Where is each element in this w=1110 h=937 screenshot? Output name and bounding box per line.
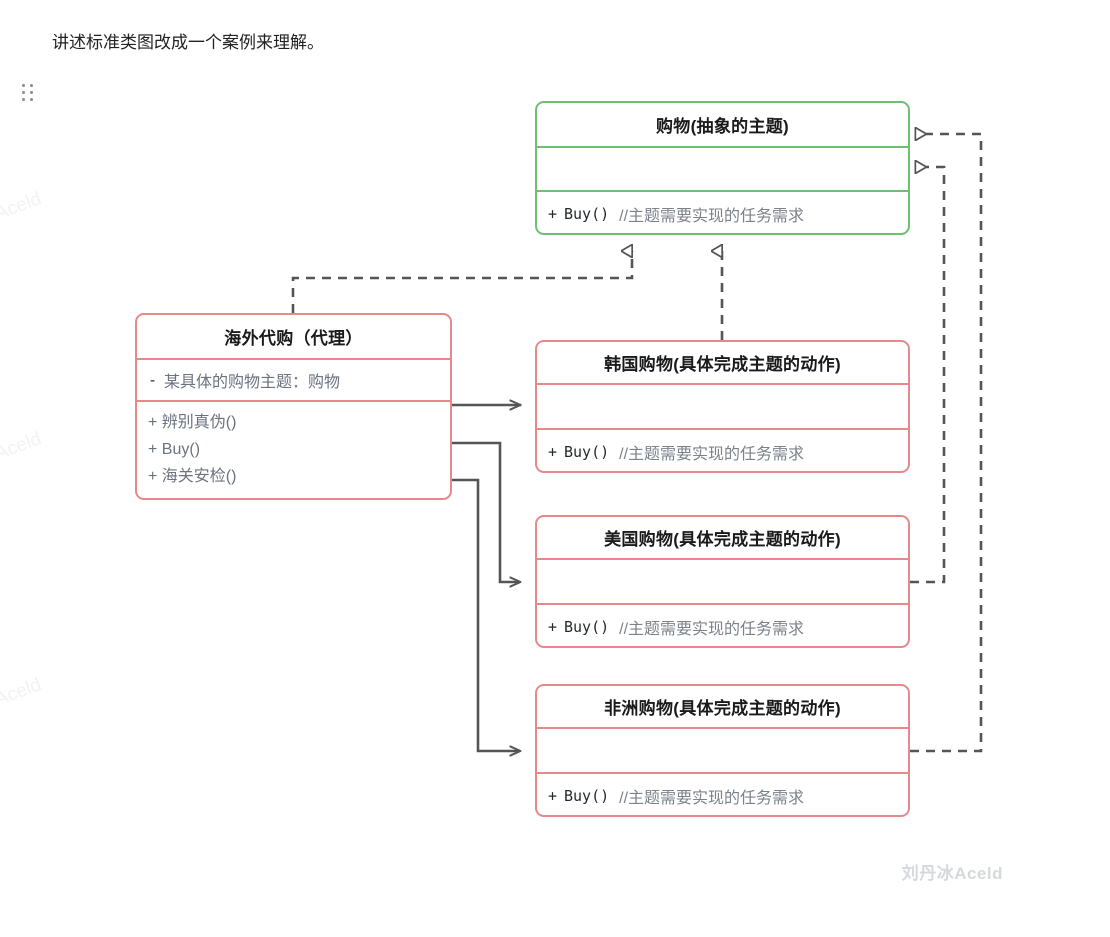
author-watermark: 刘丹冰Aceld <box>901 864 1003 883</box>
method-visibility: + <box>548 617 558 636</box>
uml-methods-compartment: + Buy() //主题需要实现的任务需求 <box>537 605 908 646</box>
uml-class-title: 美国购物(具体完成主题的动作) <box>537 517 908 560</box>
edge-africa-to-shopping <box>910 134 983 753</box>
method-visibility: + <box>548 786 558 805</box>
uml-class-shopping[interactable]: 购物(抽象的主题) + Buy() //主题需要实现的任务需求 <box>535 101 910 235</box>
uml-attributes-compartment <box>537 560 908 605</box>
uml-class-usa-shopping[interactable]: 美国购物(具体完成主题的动作) + Buy() //主题需要实现的任务需求 <box>535 515 910 648</box>
method-signature: Buy() <box>564 786 610 805</box>
uml-class-korea-shopping[interactable]: 韩国购物(具体完成主题的动作) + Buy() //主题需要实现的任务需求 <box>535 340 910 473</box>
document-paragraph: 讲述标准类图改成一个案例来理解。 <box>52 33 324 52</box>
uml-attributes-compartment <box>537 148 908 192</box>
uml-methods-compartment: + 辨别真伪() + Buy() + 海关安检() <box>137 402 450 498</box>
uml-method-row: + 海关安检() <box>148 468 237 485</box>
uml-class-title: 海外代购（代理） <box>137 315 450 360</box>
method-visibility: + <box>548 442 558 461</box>
attribute-text: 某具体的购物主题：购物 <box>164 374 341 391</box>
uml-class-title: 韩国购物(具体完成主题的动作) <box>537 342 908 385</box>
uml-method-row: + Buy() <box>148 441 201 458</box>
block-drag-handle-icon[interactable] <box>22 84 34 102</box>
drag-dot <box>30 84 33 87</box>
uml-attributes-compartment <box>537 385 908 430</box>
uml-method-row: + 辨别真伪() <box>148 414 237 431</box>
uml-methods-compartment: + Buy() //主题需要实现的任务需求 <box>537 430 908 471</box>
uml-attributes-compartment <box>537 729 908 774</box>
uml-class-title: 非洲购物(具体完成主题的动作) <box>537 686 908 729</box>
edge-proxy-to-shopping <box>291 251 634 313</box>
drag-dot <box>30 98 33 101</box>
edge-proxy-to-africa <box>452 478 520 751</box>
drag-dot <box>30 91 33 94</box>
method-signature: Buy() <box>564 442 610 461</box>
method-visibility: + <box>548 204 558 223</box>
method-signature: Buy() <box>564 617 610 636</box>
method-comment: //主题需要实现的任务需求 <box>619 445 805 463</box>
edge-proxy-to-usa <box>452 441 520 582</box>
drag-dot <box>22 91 25 94</box>
uml-class-africa-shopping[interactable]: 非洲购物(具体完成主题的动作) + Buy() //主题需要实现的任务需求 <box>535 684 910 817</box>
drag-dot <box>22 98 25 101</box>
uml-class-overseas-proxy[interactable]: 海外代购（代理） - 某具体的购物主题：购物 + 辨别真伪() + Buy() … <box>135 313 452 500</box>
drag-dot <box>22 84 25 87</box>
uml-methods-compartment: + Buy() //主题需要实现的任务需求 <box>537 774 908 815</box>
attribute-visibility: - <box>148 371 158 389</box>
method-comment: //主题需要实现的任务需求 <box>619 207 805 225</box>
method-comment: //主题需要实现的任务需求 <box>619 789 805 807</box>
method-comment: //主题需要实现的任务需求 <box>619 620 805 638</box>
uml-methods-compartment: + Buy() //主题需要实现的任务需求 <box>537 192 908 233</box>
method-signature: Buy() <box>564 204 610 223</box>
uml-class-title: 购物(抽象的主题) <box>537 103 908 148</box>
uml-attributes-compartment: - 某具体的购物主题：购物 <box>137 360 450 402</box>
edge-usa-to-shopping <box>910 167 946 584</box>
